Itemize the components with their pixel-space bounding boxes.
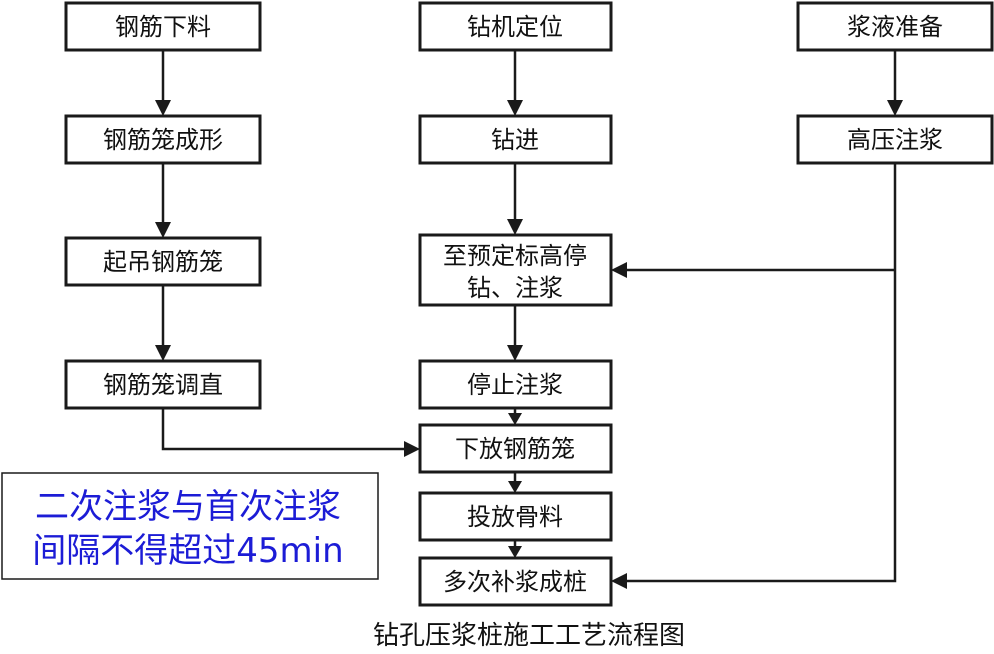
node-stop-drill-grout: 至预定标高停 钻、注浆 — [418, 233, 613, 307]
node-stop-grouting: 停止注浆 — [418, 359, 613, 410]
diagram-caption: 钻孔压浆桩施工工艺流程图 — [373, 621, 685, 651]
node-stop-drill-grout-line1: 至预定标高停 — [443, 242, 587, 270]
node-lower-rebar-cage: 下放钢筋笼 — [418, 423, 613, 474]
node-rebar-cage-forming: 钢筋笼成形 — [64, 114, 262, 165]
node-high-pressure-grouting-label: 高压注浆 — [847, 126, 943, 154]
node-place-aggregate-label: 投放骨料 — [467, 503, 563, 531]
node-slurry-prep-label: 浆液准备 — [847, 13, 943, 41]
node-rebar-cutting-label: 钢筋下料 — [115, 13, 211, 41]
note-line-1: 二次注浆与首次注浆 — [35, 487, 341, 527]
node-rebar-cutting: 钢筋下料 — [64, 1, 262, 52]
node-drilling: 钻进 — [418, 114, 613, 165]
note-box: 二次注浆与首次注浆 间隔不得超过45min — [1, 472, 379, 580]
node-drilling-label: 钻进 — [491, 126, 539, 154]
node-rig-positioning-label: 钻机定位 — [467, 13, 563, 41]
node-rebar-cage-straighten-label: 钢筋笼调直 — [103, 371, 223, 399]
note-line-2: 间隔不得超过45min — [32, 531, 343, 571]
node-rebar-cage-forming-label: 钢筋笼成形 — [103, 126, 223, 154]
node-place-aggregate: 投放骨料 — [418, 491, 613, 542]
node-multi-regrout: 多次补浆成桩 — [418, 556, 613, 607]
edges-middle-column — [507, 50, 523, 558]
node-high-pressure-grouting: 高压注浆 — [796, 114, 994, 165]
node-lower-rebar-cage-label: 下放钢筋笼 — [455, 435, 575, 463]
node-stop-drill-grout-line2: 钻、注浆 — [467, 274, 563, 302]
edges-right-column — [611, 50, 903, 589]
node-rig-positioning: 钻机定位 — [418, 1, 613, 52]
node-stop-grouting-label: 停止注浆 — [467, 371, 563, 399]
node-multi-regrout-label: 多次补浆成桩 — [443, 568, 587, 596]
edges-left-column — [155, 50, 420, 457]
node-lift-rebar-cage-label: 起吊钢筋笼 — [103, 248, 223, 276]
node-lift-rebar-cage: 起吊钢筋笼 — [64, 236, 262, 287]
node-rebar-cage-straighten: 钢筋笼调直 — [64, 359, 262, 410]
node-slurry-prep: 浆液准备 — [796, 1, 994, 52]
